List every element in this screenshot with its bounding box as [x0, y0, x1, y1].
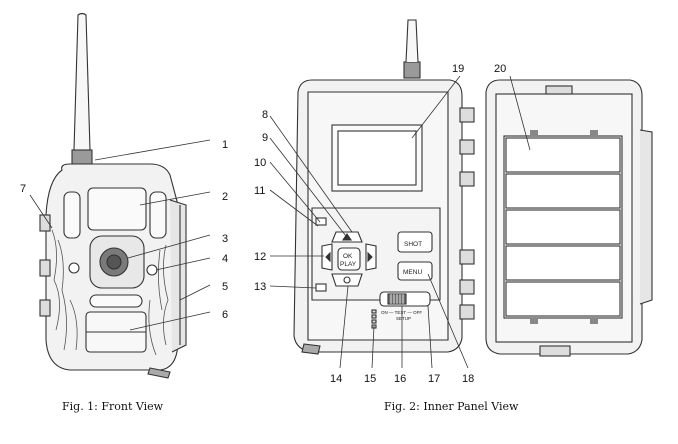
battery-slot: [505, 173, 621, 209]
battery-slot: [505, 281, 621, 317]
inner-callouts: 8 9 10 11 12 13 14 15 16 17 18 19 20: [254, 63, 506, 385]
front-leaders: [29, 139, 211, 331]
callout-10: 10: [254, 157, 266, 169]
light-sensor-slot: [89, 294, 143, 308]
callout-2: 2: [222, 191, 228, 203]
callout-4: 4: [222, 253, 228, 265]
callout-15: 15: [364, 373, 376, 385]
menu-label: MENU: [403, 269, 422, 276]
callout-7: 7: [20, 183, 26, 195]
front-callouts: 1 2 3 4 5 6 7: [20, 139, 228, 321]
down-button[interactable]: [331, 273, 363, 287]
callout-20: 20: [494, 63, 506, 75]
inner-leaders: [269, 75, 531, 369]
antenna-connector: [71, 149, 93, 165]
ir-led-panel: [87, 187, 147, 231]
antenna-base: [403, 61, 421, 79]
callout-18: 18: [462, 373, 474, 385]
ok-play-button[interactable]: [337, 247, 361, 271]
callout-9: 9: [262, 132, 268, 144]
switch-sublabel: SETUP: [396, 316, 411, 321]
fig1-caption: Fig. 1: Front View: [62, 400, 164, 413]
inner-panel-camera: [293, 19, 653, 357]
battery-slot: [505, 245, 621, 281]
indicator-led: [146, 264, 158, 276]
play-label: PLAY: [340, 261, 357, 268]
callout-19: 19: [452, 63, 464, 75]
callout-12: 12: [254, 251, 266, 263]
shot-label: SHOT: [404, 241, 422, 248]
callout-8: 8: [262, 109, 268, 121]
callout-6: 6: [222, 309, 228, 321]
latch-top-left: [39, 214, 51, 232]
callout-1: 1: [222, 139, 228, 151]
antenna: [73, 12, 91, 151]
callout-5: 5: [222, 281, 228, 293]
callout-3: 3: [222, 233, 228, 245]
callout-16: 16: [394, 373, 406, 385]
ok-label: OK: [343, 253, 353, 260]
battery-icon-top: [315, 217, 327, 226]
fig2-caption: Fig. 2: Inner Panel View: [384, 400, 519, 413]
callout-14: 14: [330, 373, 342, 385]
callout-13: 13: [254, 281, 266, 293]
menu-button[interactable]: [397, 261, 433, 281]
latch-mid-left: [39, 259, 51, 277]
front-view-camera: [39, 12, 187, 379]
battery-icon-bottom: [315, 283, 327, 292]
callout-17: 17: [428, 373, 440, 385]
latch-low-left: [39, 299, 51, 317]
side-strap: [169, 199, 187, 353]
battery-slot: [505, 209, 621, 245]
shot-button[interactable]: [397, 231, 433, 253]
battery-slot: [505, 137, 621, 173]
callout-11: 11: [254, 185, 265, 197]
